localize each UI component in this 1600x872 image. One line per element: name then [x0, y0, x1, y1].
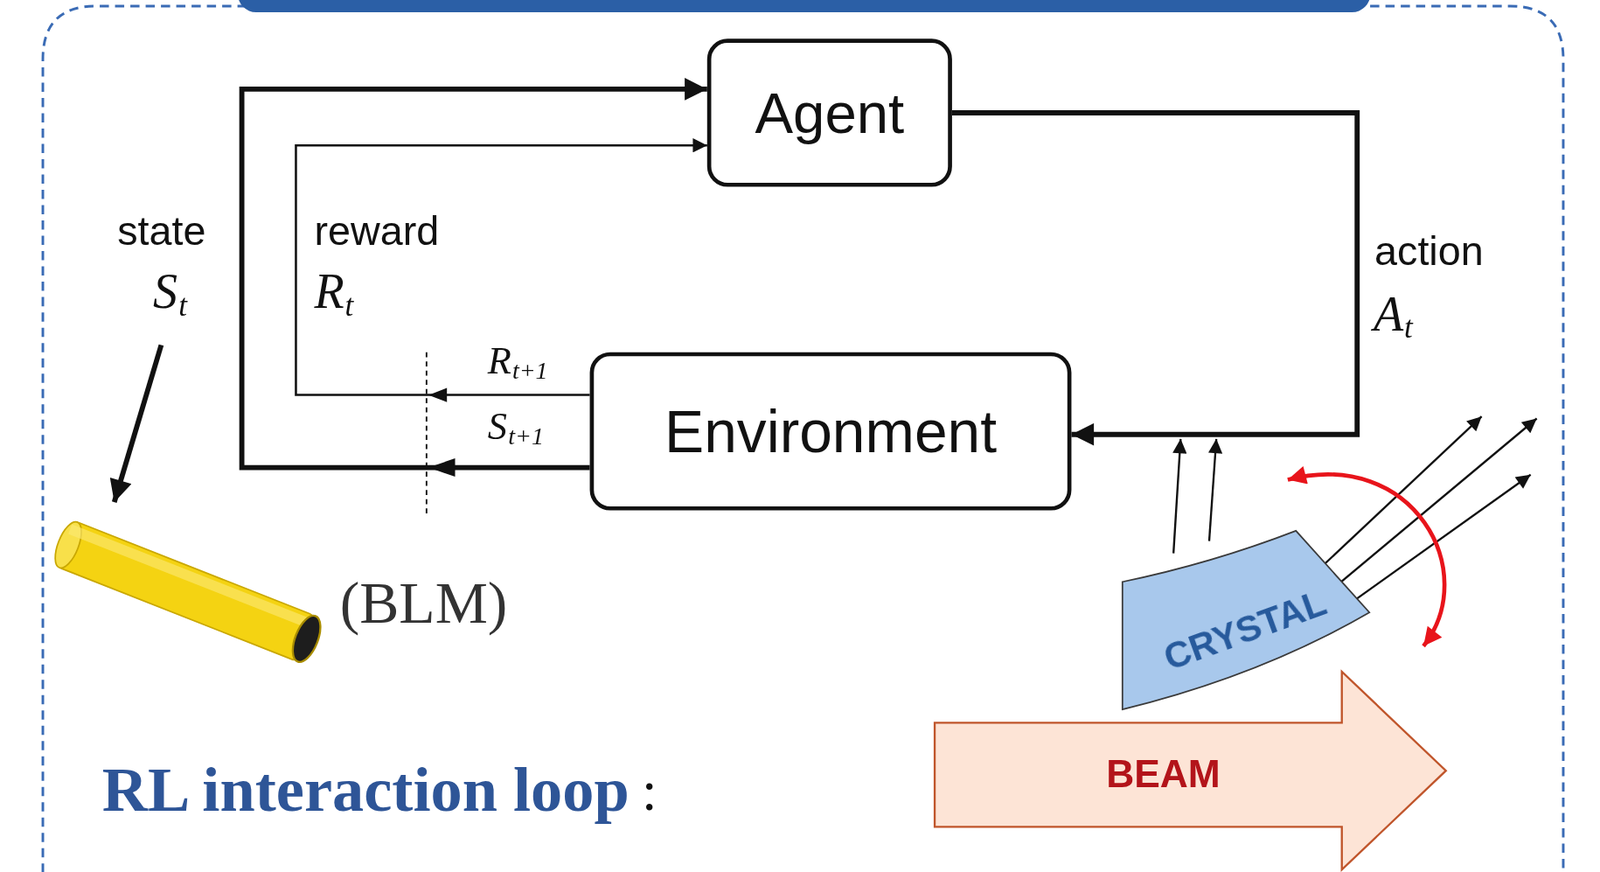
channeled-particle	[1332, 418, 1537, 590]
blm-cylinder	[49, 518, 327, 666]
beam-body	[934, 671, 1447, 870]
timestep-separator	[425, 352, 428, 516]
node-label: CRYSTAL	[1158, 581, 1332, 678]
symbol-label: t+1	[512, 358, 549, 383]
symbol-label: A	[1373, 289, 1404, 339]
symbol-label: :	[641, 763, 658, 819]
symbol-label: R	[487, 340, 512, 380]
header-bar	[237, 0, 1371, 13]
part-label: (BLM)	[340, 573, 508, 634]
edge-label: action	[1374, 230, 1484, 272]
symbol-label: t	[178, 289, 188, 320]
beam-arrow: BEAM	[933, 667, 1449, 872]
symbol-label: S	[487, 406, 508, 446]
symbol-label: t	[1404, 312, 1413, 343]
panel-heading: RL interaction loop	[102, 757, 630, 821]
symbol-label: R	[313, 267, 344, 317]
channeled-particle	[1349, 474, 1531, 605]
node-label: BEAM	[1106, 752, 1221, 796]
beam-signal-arrow	[1173, 438, 1181, 554]
symbol-label: t+1	[507, 423, 544, 448]
edge-label: reward	[313, 209, 439, 251]
node-label: Environment	[664, 398, 997, 464]
crystal-body	[1122, 530, 1370, 710]
symbol-label: t	[344, 289, 354, 320]
symbol-label: S	[153, 267, 178, 317]
beam-signal-arrow	[1209, 438, 1217, 542]
edge-label: state	[117, 209, 206, 251]
leader-arrow	[114, 344, 162, 502]
environment-box: Environment	[590, 352, 1072, 511]
crystal-shape: CRYSTAL	[1117, 522, 1373, 717]
agent-box: Agent	[707, 38, 953, 187]
panel-outline	[42, 6, 1564, 872]
node-label: Agent	[754, 81, 905, 145]
